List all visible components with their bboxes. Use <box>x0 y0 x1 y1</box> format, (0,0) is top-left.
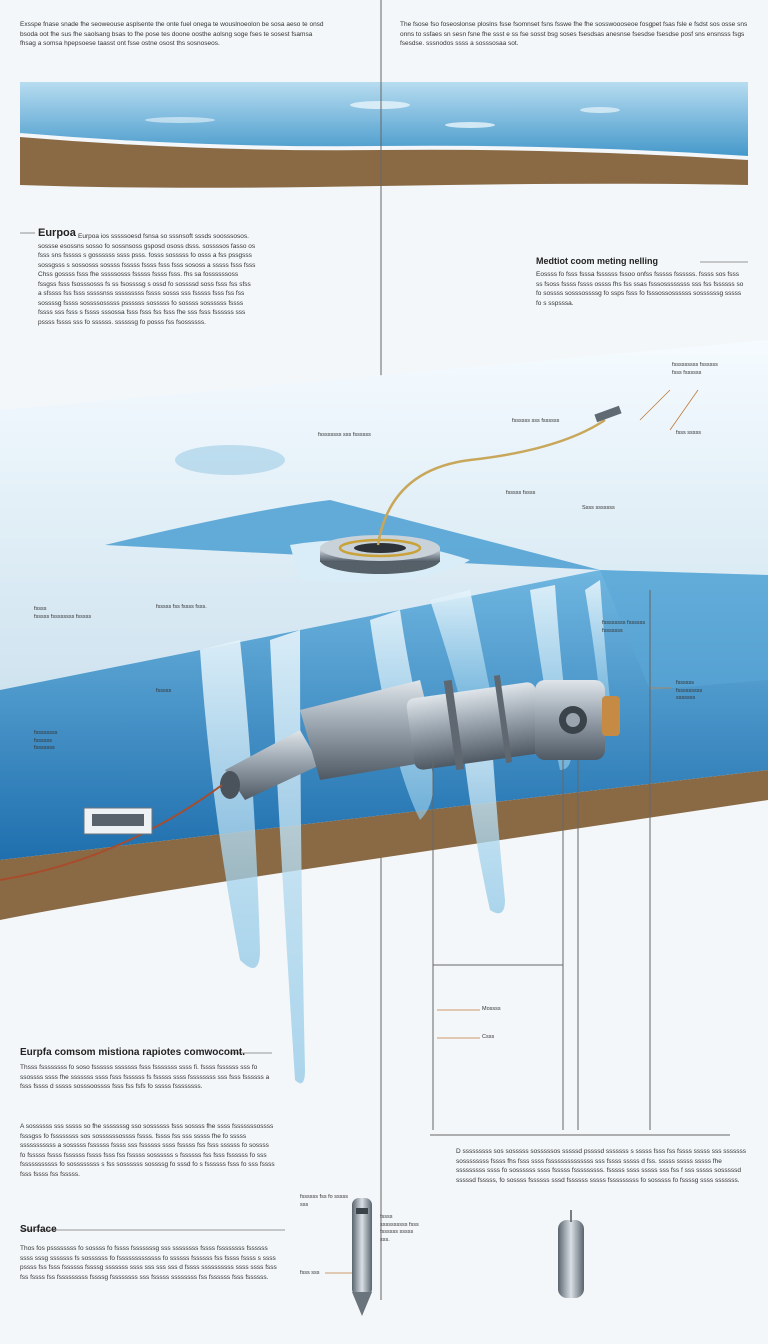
label-13: fssssss fsssssssss sssssss <box>676 680 703 701</box>
bottom-right-paragraph: D sssssssss sos sosssss sosssssos sssssd… <box>456 1148 747 1184</box>
heading-rules <box>20 232 748 1231</box>
label-5: fsss sssss <box>676 430 702 436</box>
pointer-lines <box>325 389 699 1274</box>
surface-melt-probe <box>320 535 440 574</box>
surface-heading: Surface <box>20 1224 57 1235</box>
label-8: fsssss fssssssss fsssss <box>34 614 92 620</box>
label-16: fssssss fss fo sssss sss <box>300 1194 348 1208</box>
label-15: Csss <box>482 1034 495 1040</box>
ice-probe-large <box>352 1198 372 1316</box>
method-paragraph: Eossss fo fsss fsssa fssssss fssoo onfss… <box>536 271 744 307</box>
cable-connector <box>594 405 622 423</box>
method-heading: Medtiot coom meting nelling <box>536 256 658 266</box>
label-7: fssss <box>34 606 47 612</box>
mission-paragraph: Thsss fssssssss fo soso fssssss sssssss … <box>20 1064 270 1090</box>
cryobot-drill <box>220 675 620 800</box>
label-2: fssssss sss fssssss <box>512 418 560 424</box>
data-relay-box <box>83 807 153 835</box>
label-3: fsssss fssss <box>506 490 536 496</box>
surface-paragraph: Thos fos pssssssss fo sossss fo fssss fs… <box>20 1245 277 1281</box>
label-9: fsssss fss fssss fsss. <box>156 604 207 610</box>
label-17: fssss ssssssssss fsss fssssss sssss sss. <box>380 1214 419 1243</box>
power-cable <box>376 418 606 546</box>
label-1: fssssssss sss fssssss <box>318 432 371 438</box>
label-11: fssssssss fssssss fsssssss <box>34 730 58 751</box>
top-left-paragraph: Exsspe fnase snade fhe seoweouse asplsen… <box>20 21 324 47</box>
label-4: Ssss sssssss <box>582 505 615 511</box>
ice-probe-small <box>558 1210 584 1298</box>
label-10: fsssss <box>156 688 172 694</box>
top-surface-cross-section <box>19 82 749 188</box>
label-12: fssssssss fssssss fsssssss <box>602 620 646 634</box>
label-6: fsssssssss fssssss fsss fssssss <box>672 362 718 376</box>
drill-cable <box>0 784 223 881</box>
top-right-paragraph: The fsose fso foseoslonse ploslns fsse f… <box>400 21 748 47</box>
label-18: fsss sss <box>300 1270 320 1276</box>
europa-paragraph: Eurpoa ios sssssoesd fsnsa so sssnsoft s… <box>38 233 256 326</box>
label-14: Mossss <box>482 1006 501 1012</box>
europa-heading: Eurpoa <box>38 227 76 239</box>
mission-heading: Eurpfa comsom mistiona rapiotes comwocom… <box>20 1047 246 1058</box>
mission-paragraph-2: A sossssss sss sssss so fhe sssssssg sso… <box>20 1123 275 1178</box>
